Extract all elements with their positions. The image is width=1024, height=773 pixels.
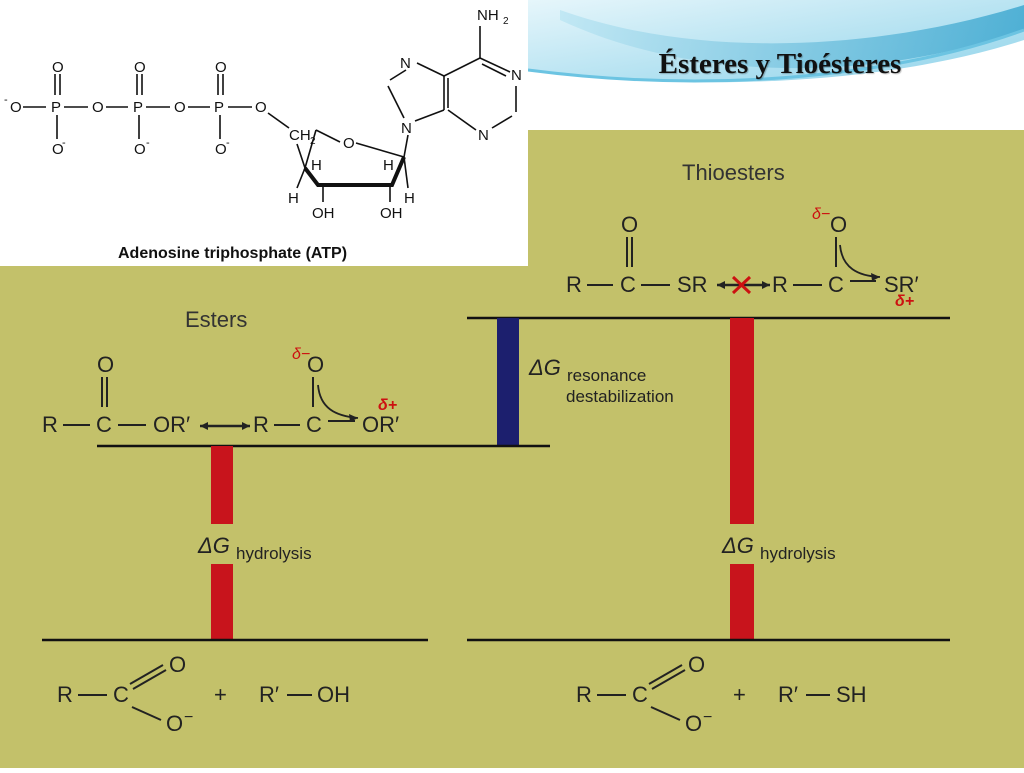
- atom-O: O: [688, 652, 705, 677]
- thioesters-heading: Thioesters: [682, 160, 785, 185]
- charge-minus: −: [184, 709, 193, 726]
- atom-OH: OH: [312, 205, 335, 222]
- atom-O: O: [10, 99, 22, 116]
- atom-OR-prime: OR′: [153, 412, 190, 437]
- ester-dg-subscript: hydrolysis: [236, 544, 312, 563]
- decorative-swoosh-line: [527, 28, 1024, 83]
- atom-N: N: [400, 55, 411, 72]
- resonance-destabilization-bar: [497, 318, 519, 445]
- atom-P: P: [214, 99, 224, 116]
- atom-P: P: [133, 99, 143, 116]
- atom-R: R: [42, 412, 58, 437]
- thioester-dg-subscript: hydrolysis: [760, 544, 836, 563]
- atom-O: O: [174, 99, 186, 116]
- atom-O: O: [134, 141, 146, 158]
- atom-R-prime: R′: [259, 682, 279, 707]
- charge-minus: −: [703, 709, 712, 726]
- atom-O: O: [52, 141, 64, 158]
- charge-minus: -: [62, 137, 66, 149]
- esters-heading: Esters: [185, 307, 247, 332]
- atom-O: O: [97, 352, 114, 377]
- delta-plus-label: δ+: [895, 293, 914, 310]
- atom-C: C: [632, 682, 648, 707]
- ester-structure-right: R C O δ− OR′ δ+: [253, 346, 399, 437]
- atom-R: R: [772, 272, 788, 297]
- delta-minus-label: δ−: [812, 206, 830, 223]
- thioester-products: R C O O − + R′ SH: [576, 652, 867, 736]
- atom-OR-prime: OR′: [362, 412, 399, 437]
- atom-O: O: [621, 212, 638, 237]
- atom-N: N: [511, 67, 522, 84]
- charge-minus: -: [4, 94, 8, 106]
- atom-C: C: [620, 272, 636, 297]
- slide-title: Ésteres y Tioésteres: [658, 48, 902, 80]
- ribose-ring: O H H H H OH OH: [288, 129, 415, 222]
- resonance-subtitle: destabilization: [566, 387, 674, 406]
- ester-dg-symbol: ΔG: [197, 533, 230, 558]
- atom-C: C: [96, 412, 112, 437]
- energy-diagram: Thioesters R C O SR R C O δ− SR′: [42, 160, 950, 736]
- atom-H: H: [383, 157, 394, 174]
- atom-O: O: [830, 212, 847, 237]
- delta-plus-label: δ+: [378, 397, 397, 414]
- atom-SR: SR: [677, 272, 708, 297]
- charge-minus: -: [146, 137, 150, 149]
- atom-O-minus: O: [685, 711, 702, 736]
- resonance-dg-subscript: resonance: [567, 366, 646, 385]
- atom-CH2: CH: [289, 127, 311, 144]
- plus-sign: +: [214, 682, 227, 707]
- ester-products: R C O O − + R′ OH: [57, 652, 350, 736]
- adenine-base: N N N N NH 2: [387, 7, 522, 144]
- atom-SR-prime: SR′: [884, 272, 919, 297]
- atom-O-ring: O: [343, 135, 355, 152]
- thioester-structure-right: R C O δ− SR′ δ+: [772, 206, 919, 310]
- atom-O: O: [52, 59, 64, 76]
- atom-O: O: [215, 141, 227, 158]
- thioester-hydrolysis-bar: [730, 318, 754, 640]
- atp-structure: - O P O O - O P O O - O P O: [4, 7, 522, 262]
- atom-O: O: [134, 59, 146, 76]
- ester-structure-left: R C O OR′: [42, 352, 190, 437]
- atom-OH: OH: [380, 205, 403, 222]
- atom-O-minus: O: [166, 711, 183, 736]
- atom-N: N: [478, 127, 489, 144]
- atom-H: H: [288, 190, 299, 207]
- atom-N: N: [401, 120, 412, 137]
- atom-SH: SH: [836, 682, 867, 707]
- atom-NH2: NH: [477, 7, 499, 24]
- atom-O: O: [92, 99, 104, 116]
- atom-R-prime: R′: [778, 682, 798, 707]
- charge-minus: -: [226, 137, 230, 149]
- phosphate-chain: - O P O O - O P O O - O P O: [4, 59, 316, 158]
- ester-resonance-arrow: [200, 422, 250, 430]
- delta-minus-label: δ−: [292, 346, 310, 363]
- atom-R: R: [57, 682, 73, 707]
- thioester-structure-left: R C O SR: [566, 212, 708, 297]
- atom-OH: OH: [317, 682, 350, 707]
- atom-O: O: [307, 352, 324, 377]
- thioester-dg-symbol: ΔG: [721, 533, 754, 558]
- atom-C: C: [113, 682, 129, 707]
- atom-O: O: [215, 59, 227, 76]
- atp-caption: Adenosine triphosphate (ATP): [118, 245, 347, 262]
- decorative-swoosh-blue: [560, 5, 1024, 69]
- atom-P: P: [51, 99, 61, 116]
- atom-R: R: [253, 412, 269, 437]
- atp-structure-image: - O P O O - O P O O - O P O: [0, 0, 528, 266]
- resonance-dg-symbol: ΔG: [528, 355, 561, 380]
- atom-O: O: [169, 652, 186, 677]
- atom-R: R: [566, 272, 582, 297]
- atom-H: H: [311, 157, 322, 174]
- atom-C: C: [306, 412, 322, 437]
- atom-C: C: [828, 272, 844, 297]
- subscript-2: 2: [503, 16, 509, 27]
- atom-O: O: [255, 99, 267, 116]
- atom-R: R: [576, 682, 592, 707]
- atom-H: H: [404, 190, 415, 207]
- plus-sign: +: [733, 682, 746, 707]
- thioester-resonance-arrow-blocked: [717, 275, 770, 295]
